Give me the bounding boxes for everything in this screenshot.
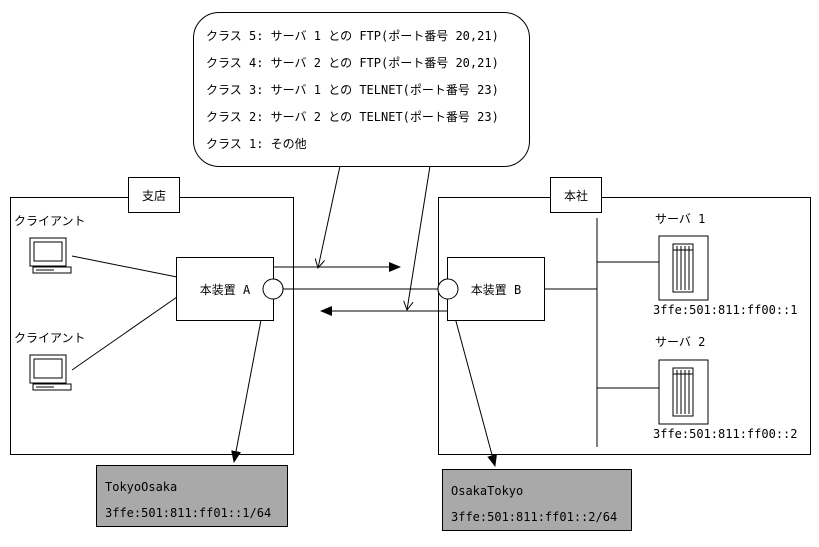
branch-title: 支店 <box>128 177 180 213</box>
bubble-pointer-left <box>318 165 341 268</box>
class-3-text: クラス 3: サーバ 1 との TELNET(ポート番号 23) <box>206 83 499 97</box>
tunnel-a-name: TokyoOsaka <box>105 480 178 494</box>
tunnel-b-address: 3ffe:501:811:ff01::2/64 <box>451 510 618 524</box>
class-legend-bubble: クラス 5: サーバ 1 との FTP(ポート番号 20,21) クラス 4: … <box>193 12 530 167</box>
server1-label: サーバ 1 <box>655 212 706 226</box>
tunnel-b-name: OsakaTokyo <box>451 484 524 498</box>
server-icon <box>658 235 709 301</box>
device-a: 本装置 A <box>176 257 274 321</box>
class-1-text: クラス 1: その他 <box>206 137 307 151</box>
hq-frame <box>438 197 811 455</box>
server2-label: サーバ 2 <box>655 335 706 349</box>
pc-icon <box>29 237 72 274</box>
client1-label: クライアント <box>14 214 86 228</box>
link-client1 <box>71 255 178 278</box>
pointer-tunnel-b <box>449 298 497 467</box>
server2-address: 3ffe:501:811:ff00::2 <box>653 427 798 441</box>
pointer-tunnel-a <box>231 298 266 463</box>
hq-title: 本社 <box>550 177 602 213</box>
server1-address: 3ffe:501:811:ff00::1 <box>653 303 798 317</box>
bubble-pointer-right <box>407 165 431 310</box>
server-icon <box>658 359 709 425</box>
tunnel-a-callout: TokyoOsaka 3ffe:501:811:ff01::1/64 <box>96 465 288 527</box>
tunnel-a-address: 3ffe:501:811:ff01::1/64 <box>105 506 272 520</box>
tunnel-b-callout: OsakaTokyo 3ffe:501:811:ff01::2/64 <box>442 469 632 531</box>
device-b: 本装置 B <box>447 257 545 321</box>
pc-icon <box>29 354 72 391</box>
class-4-text: クラス 4: サーバ 2 との FTP(ポート番号 20,21) <box>206 56 499 70</box>
class-2-text: クラス 2: サーバ 2 との TELNET(ポート番号 23) <box>206 110 499 124</box>
link-client2 <box>71 296 178 371</box>
client2-label: クライアント <box>14 331 86 345</box>
class-5-text: クラス 5: サーバ 1 との FTP(ポート番号 20,21) <box>206 29 499 43</box>
